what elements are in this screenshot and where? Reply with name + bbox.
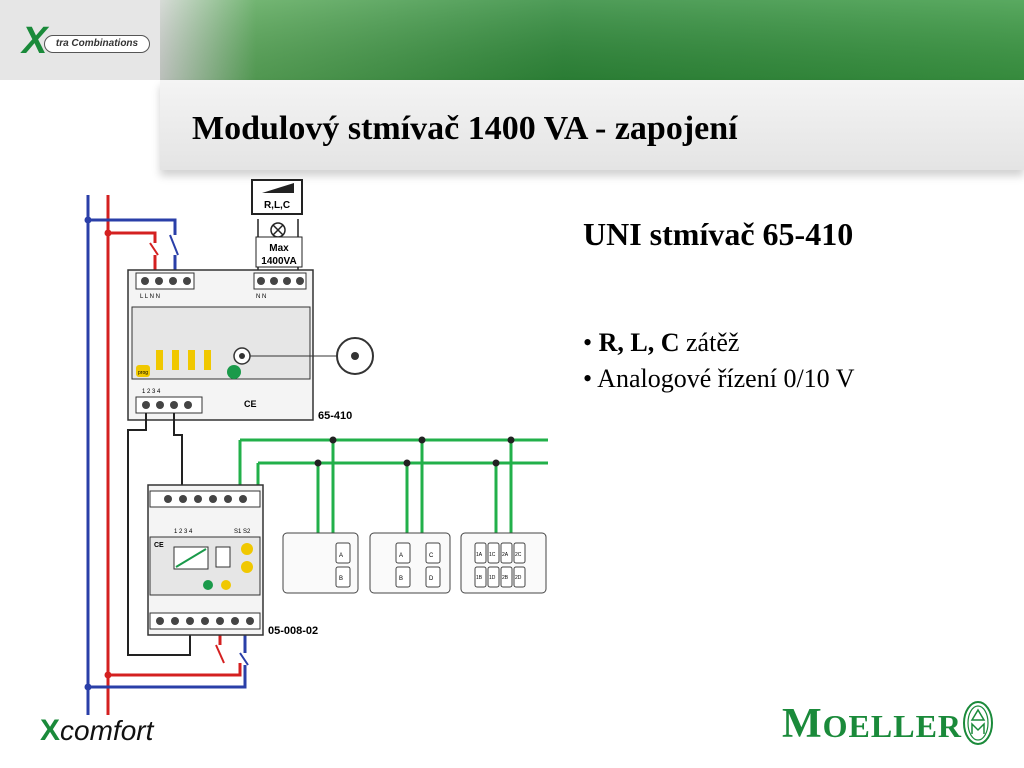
terminals-top-right: N N	[256, 294, 266, 300]
max-label: Max	[269, 243, 289, 254]
svg-text:A: A	[399, 553, 403, 559]
controller-terminals: 1 2 3 4	[174, 529, 193, 535]
controller-label: 05-008-02	[268, 625, 318, 637]
push-button-module-3: 1A 1C 2A 2C 1B 1D 2B 2D	[460, 532, 547, 594]
push-button-module-1: A B	[282, 532, 359, 594]
moeller-m: M	[782, 701, 823, 747]
load-symbol-label: R,L,C	[264, 200, 290, 211]
xcomfort-logo: Xcomfort	[40, 714, 153, 748]
svg-text:1B: 1B	[476, 575, 483, 581]
svg-text:2D: 2D	[515, 575, 522, 581]
svg-text:1D: 1D	[489, 575, 496, 581]
max-value: 1400VA	[261, 256, 296, 267]
terminals-bottom: 1 2 3 4	[142, 389, 161, 395]
ce-mark: CE	[244, 399, 257, 409]
lamp-load: Max 1400VA	[255, 219, 303, 270]
svg-text:2C: 2C	[515, 552, 522, 558]
control-wires	[127, 413, 191, 656]
feature-item-load: • R, L, C zátěž	[583, 328, 740, 357]
dimmer-label: 65-410	[318, 410, 352, 422]
load-symbol: R,L,C	[251, 179, 303, 215]
header-band	[0, 0, 1024, 80]
controller-s: S1 S2	[234, 529, 251, 535]
svg-text:B: B	[339, 576, 343, 582]
svg-text:2A: 2A	[502, 552, 509, 558]
moeller-text: OELLER	[822, 708, 963, 744]
svg-text:C: C	[429, 553, 434, 559]
dimmer-module: L L N N N N prog 1 2 3 4 CE 65-410	[127, 269, 374, 422]
prog-label: prog	[138, 370, 148, 376]
svg-text:B: B	[399, 576, 403, 582]
logo-x: X	[22, 20, 48, 62]
svg-text:D: D	[429, 576, 434, 582]
title-panel	[160, 80, 1024, 170]
svg-text:1C: 1C	[489, 552, 496, 558]
wiring-diagram: R,L,C Max 1400VA L L N N N N prog	[84, 179, 548, 715]
xcomfort-text: comfort	[60, 715, 154, 746]
controller-ce: CE	[154, 542, 164, 549]
feature-item-analog: • Analogové řízení 0/10 V	[583, 364, 855, 393]
load-types: R, L, C	[598, 328, 680, 357]
analog-control: Analogové řízení 0/10 V	[597, 364, 855, 393]
xcomfort-x: X	[40, 714, 61, 747]
push-button-module-2: A B C D	[369, 532, 451, 594]
bus-wires	[238, 436, 548, 537]
svg-text:A: A	[339, 553, 343, 559]
controller-module: 1 2 3 4 S1 S2 CE 05-008-02	[147, 484, 318, 637]
page-title: Modulový stmívač 1400 VA - zapojení	[192, 110, 738, 147]
svg-text:1A: 1A	[476, 552, 483, 558]
svg-text:2B: 2B	[502, 575, 509, 581]
device-title: UNI stmívač 65-410	[583, 216, 854, 252]
moeller-logo: MOELLER	[782, 700, 962, 748]
load-label: zátěž	[679, 328, 740, 357]
supply-wires	[84, 195, 249, 715]
feature-list: • R, L, C zátěž • Analogové řízení 0/10 …	[583, 325, 854, 397]
logo-pill: tra Combinations	[44, 35, 150, 53]
xtra-combinations-logo: X tra Combinations	[22, 20, 150, 62]
terminals-top-left: L L N N	[140, 294, 160, 300]
moeller-emblem-icon	[963, 701, 993, 745]
